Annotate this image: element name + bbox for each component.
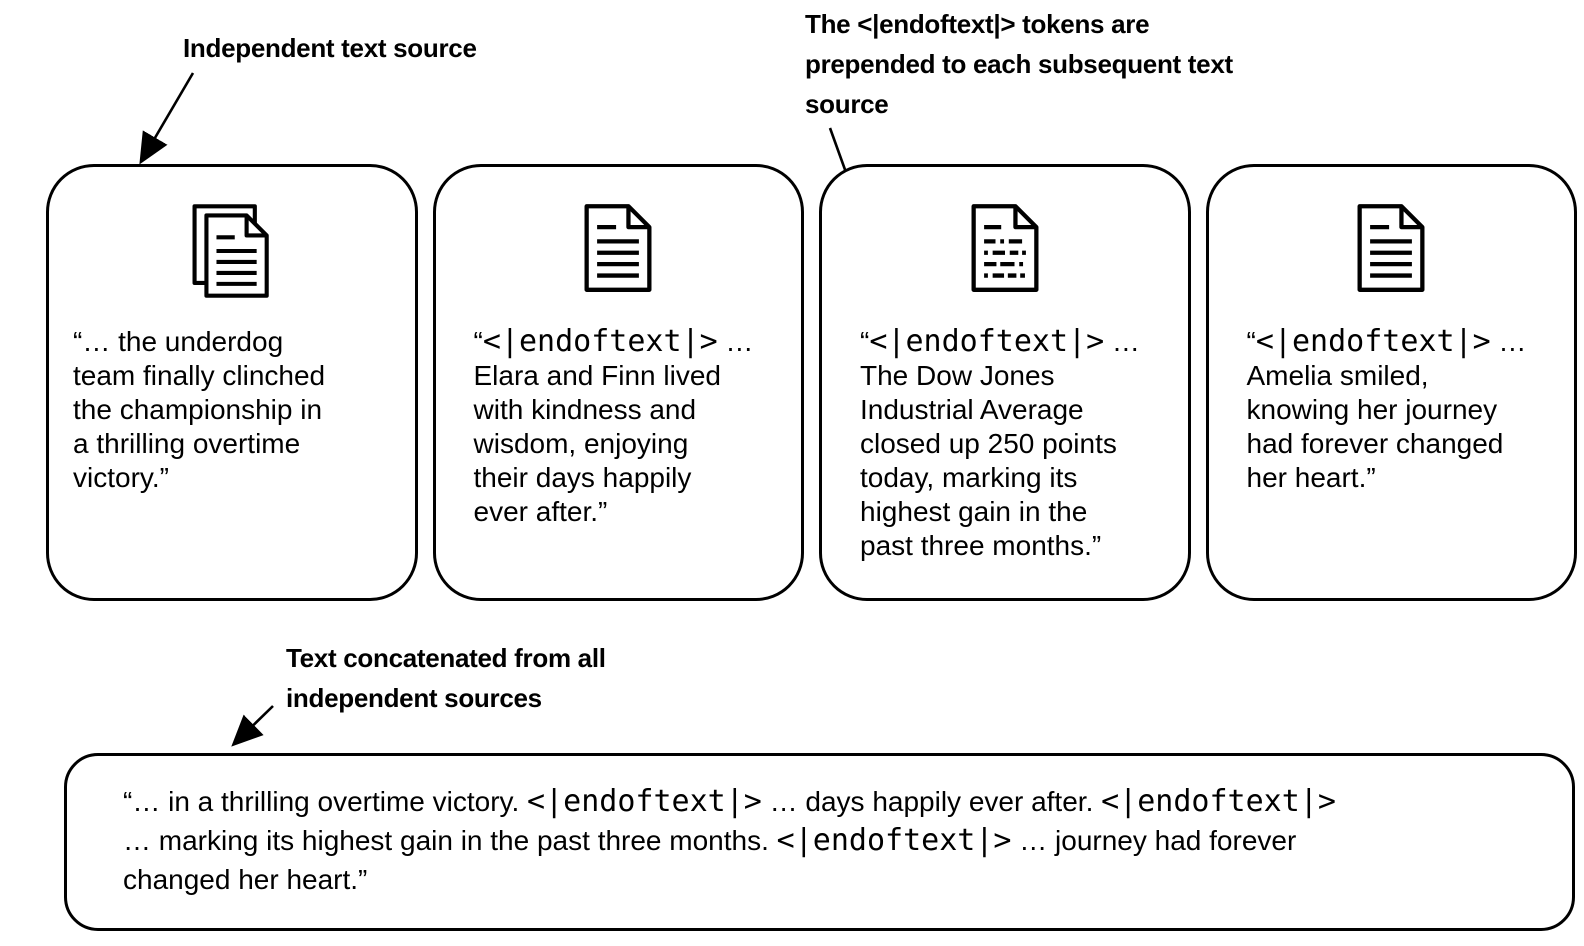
text-source-card-3: “<|endoftext|> … The Dow Jones Industria… — [819, 164, 1191, 601]
label-independent-text-source: Independent text source — [183, 33, 477, 63]
concatenated-text-box: “… in a thrilling overtime victory. <|en… — [64, 753, 1575, 931]
document-stack-icon — [49, 201, 415, 301]
text-source-card-1: “… the underdog team finally clinched th… — [46, 164, 418, 601]
label-concatenated-text: Text concatenated from all independent s… — [286, 643, 606, 713]
source-text-1: “… the underdog team finally clinched th… — [73, 326, 326, 493]
arrow-to-concat-box — [231, 705, 274, 747]
endoftext-token: <|endoftext|> — [1255, 324, 1491, 359]
document-icon — [1209, 201, 1575, 301]
concatenated-text: “… in a thrilling overtime victory. <|en… — [123, 784, 1336, 895]
text-source-card-2: “<|endoftext|> … Elara and Finn lived wi… — [432, 164, 804, 601]
arrow-to-first-card — [139, 72, 195, 165]
tokenized-document-icon — [822, 201, 1188, 301]
endoftext-token: <|endoftext|> — [527, 784, 762, 819]
source-text-4: “<|endoftext|> … Amelia smiled, knowing … — [1246, 324, 1527, 494]
source-text-2: “<|endoftext|> … Elara and Finn lived wi… — [473, 324, 754, 528]
endoftext-token: <|endoftext|> — [869, 324, 1105, 359]
document-icon — [436, 201, 802, 301]
text-source-card-4: “<|endoftext|> … Amelia smiled, knowing … — [1205, 164, 1577, 601]
endoftext-token: <|endoftext|> — [482, 324, 718, 359]
source-text-3: “<|endoftext|> … The Dow Jones Industria… — [860, 324, 1140, 562]
text-source-cards: “… the underdog team finally clinched th… — [46, 164, 1577, 601]
endoftext-token: <|endoftext|> — [1101, 784, 1336, 819]
endoftext-token: <|endoftext|> — [776, 823, 1012, 858]
label-endoftext-note: The <|endoftext|> tokens are prepended t… — [805, 9, 1233, 119]
